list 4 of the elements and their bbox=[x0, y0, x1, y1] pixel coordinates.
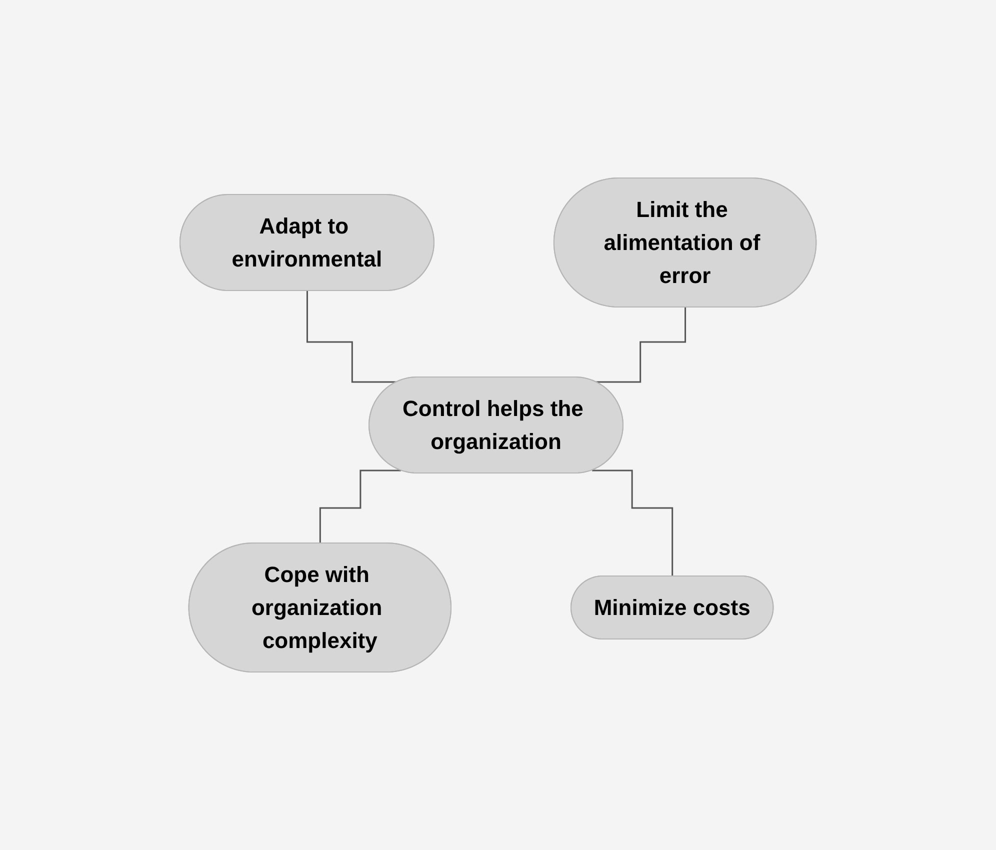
connector bbox=[306, 290, 398, 383]
connector bbox=[319, 470, 401, 544]
connector bbox=[592, 470, 674, 578]
connector bbox=[596, 306, 686, 383]
